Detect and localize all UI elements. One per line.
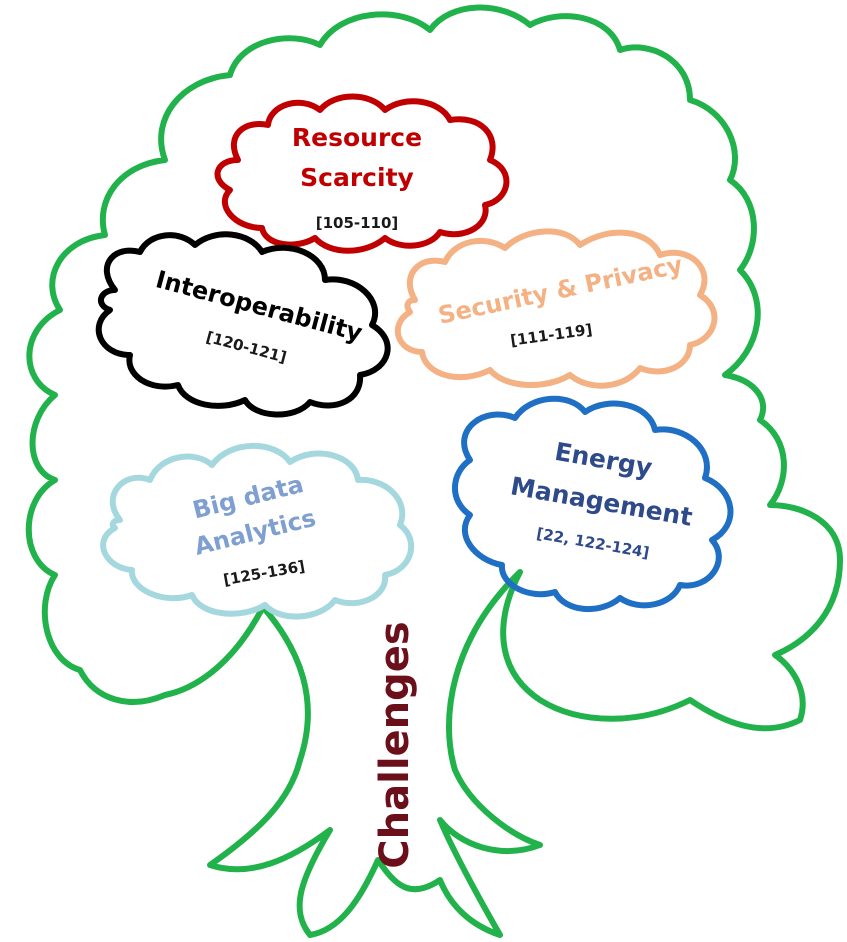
cloud-outline-bigdata [100,442,415,620]
cloud-resource-scarcity: Resource Scarcity [105-110] [214,93,510,254]
security-label: Security & Privacy [436,251,686,330]
cloud-outline-energy [452,395,734,612]
resource-label-line2: Scarcity [300,163,414,192]
cloud-outline-security [395,228,718,389]
interop-ref: [120-121] [204,328,288,367]
energy-ref: [22, 122-124] [535,524,651,562]
cloud-energy-management: Energy Management [22, 122-124] [452,395,734,612]
cloud-interoperability: Interoperability [120-121] [95,231,391,418]
bigdata-ref: [125-136] [222,557,306,589]
trunk-label-challenges: Challenges [372,621,418,868]
cloud-outline-resource [214,93,510,254]
energy-label-line2: Management [508,471,694,532]
resource-ref: [105-110] [316,214,399,232]
cloud-security-privacy: Security & Privacy [111-119] [395,228,718,389]
tree-outline [25,4,843,938]
cloud-big-data-analytics: Big data Analytics [125-136] [100,442,415,620]
security-ref: [111-119] [509,320,593,349]
energy-label-line1: Energy [553,437,655,483]
cloud-outline-interop [95,231,391,418]
resource-label-line1: Resource [292,123,422,152]
